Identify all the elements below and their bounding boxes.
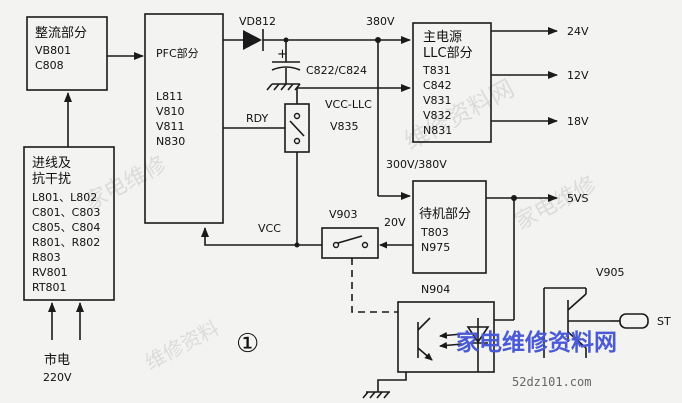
label-v903: V903 <box>329 208 358 221</box>
svg-text:PFC部分: PFC部分 <box>156 46 199 60</box>
main-power-llc-block: 主电源 LLC部分 T831 C842 V831 V832 N831 <box>412 22 492 143</box>
pfc-block: PFC部分 L811 V810 V811 N830 <box>144 13 224 224</box>
svg-text:V831: V831 <box>423 94 452 107</box>
rectifier-block: 整流部分 VB801 C808 <box>26 16 108 91</box>
n904-optocoupler <box>397 301 495 373</box>
svg-text:LLC部分: LLC部分 <box>423 46 473 61</box>
svg-text:维修资料网: 维修资料网 <box>400 74 519 155</box>
label-24v: 24V <box>567 25 589 38</box>
svg-text:T803: T803 <box>420 226 449 239</box>
label-mains: 市电 <box>44 352 70 368</box>
input-filter-block: 进线及 抗干扰 L801、L802 C801、C803 C805、C804 R8… <box>23 146 115 301</box>
svg-text:N975: N975 <box>421 241 450 254</box>
svg-text:主电源: 主电源 <box>423 30 462 45</box>
svg-text:VB801: VB801 <box>35 44 71 57</box>
vcc-return-arrow <box>201 227 322 246</box>
label-5vs: 5VS <box>567 192 589 205</box>
st-connector <box>610 313 649 329</box>
vd812-diode <box>223 29 411 51</box>
label-vcc: VCC <box>258 222 281 235</box>
svg-text:C808: C808 <box>35 59 64 72</box>
svg-text:进线及: 进线及 <box>32 156 71 171</box>
svg-text:C801、C803: C801、C803 <box>32 206 100 219</box>
svg-text:R801、R802: R801、R802 <box>32 236 100 249</box>
n904-ground-line <box>377 372 407 392</box>
label-12v: 12V <box>567 69 589 82</box>
label-vcc-llc: VCC-LLC <box>325 98 372 111</box>
svg-text:T831: T831 <box>422 64 451 77</box>
v905-transistor <box>543 287 610 358</box>
svg-text:+: + <box>277 47 288 62</box>
label-st: ST <box>657 315 671 328</box>
svg-text:C842: C842 <box>423 79 452 92</box>
label-v905: V905 <box>596 266 625 279</box>
svg-text:维修资料: 维修资料 <box>141 316 223 375</box>
svg-text:L801、L802: L801、L802 <box>32 191 97 204</box>
svg-text:N830: N830 <box>156 135 185 148</box>
standby-block: 待机部分 T803 N975 <box>412 180 487 274</box>
svg-text:V811: V811 <box>156 120 185 133</box>
vcc-llc-arrow <box>296 84 411 104</box>
svg-text:待机部分: 待机部分 <box>419 207 471 222</box>
svg-text:R803: R803 <box>32 251 61 264</box>
svg-text:V832: V832 <box>423 109 452 122</box>
svg-text:V810: V810 <box>156 105 185 118</box>
svg-text:整流部分: 整流部分 <box>35 26 87 41</box>
label-mains-voltage: 220V <box>43 371 72 384</box>
label-18v: 18V <box>567 115 589 128</box>
label-20v: 20V <box>384 216 406 229</box>
v835-switch <box>284 103 310 153</box>
svg-text:L811: L811 <box>156 90 183 103</box>
svg-text:RT801: RT801 <box>32 281 67 294</box>
svg-text:C805、C804: C805、C804 <box>32 221 100 234</box>
label-v835: V835 <box>330 120 359 133</box>
site-url-watermark: 52dz101.com <box>512 375 591 389</box>
site-watermark: 家电维修资料网 <box>456 329 617 356</box>
label-n904: N904 <box>421 283 450 296</box>
label-380v: 380V <box>366 15 395 28</box>
ground-symbol <box>362 391 390 399</box>
label-rdy: RDY <box>246 112 269 125</box>
node-vcc <box>294 242 300 248</box>
figure-number: ① <box>236 329 259 359</box>
capacitor-c822: + <box>266 37 301 91</box>
label-300v-380v: 300V/380V <box>386 158 447 171</box>
v903-switch <box>321 227 379 259</box>
svg-text:RV801: RV801 <box>32 266 68 279</box>
svg-text:N831: N831 <box>423 124 452 137</box>
svg-text:抗干扰: 抗干扰 <box>32 172 71 187</box>
control-dashed-line <box>351 258 398 313</box>
label-c822: C822/C824 <box>306 64 367 77</box>
label-vd812: VD812 <box>239 15 276 28</box>
